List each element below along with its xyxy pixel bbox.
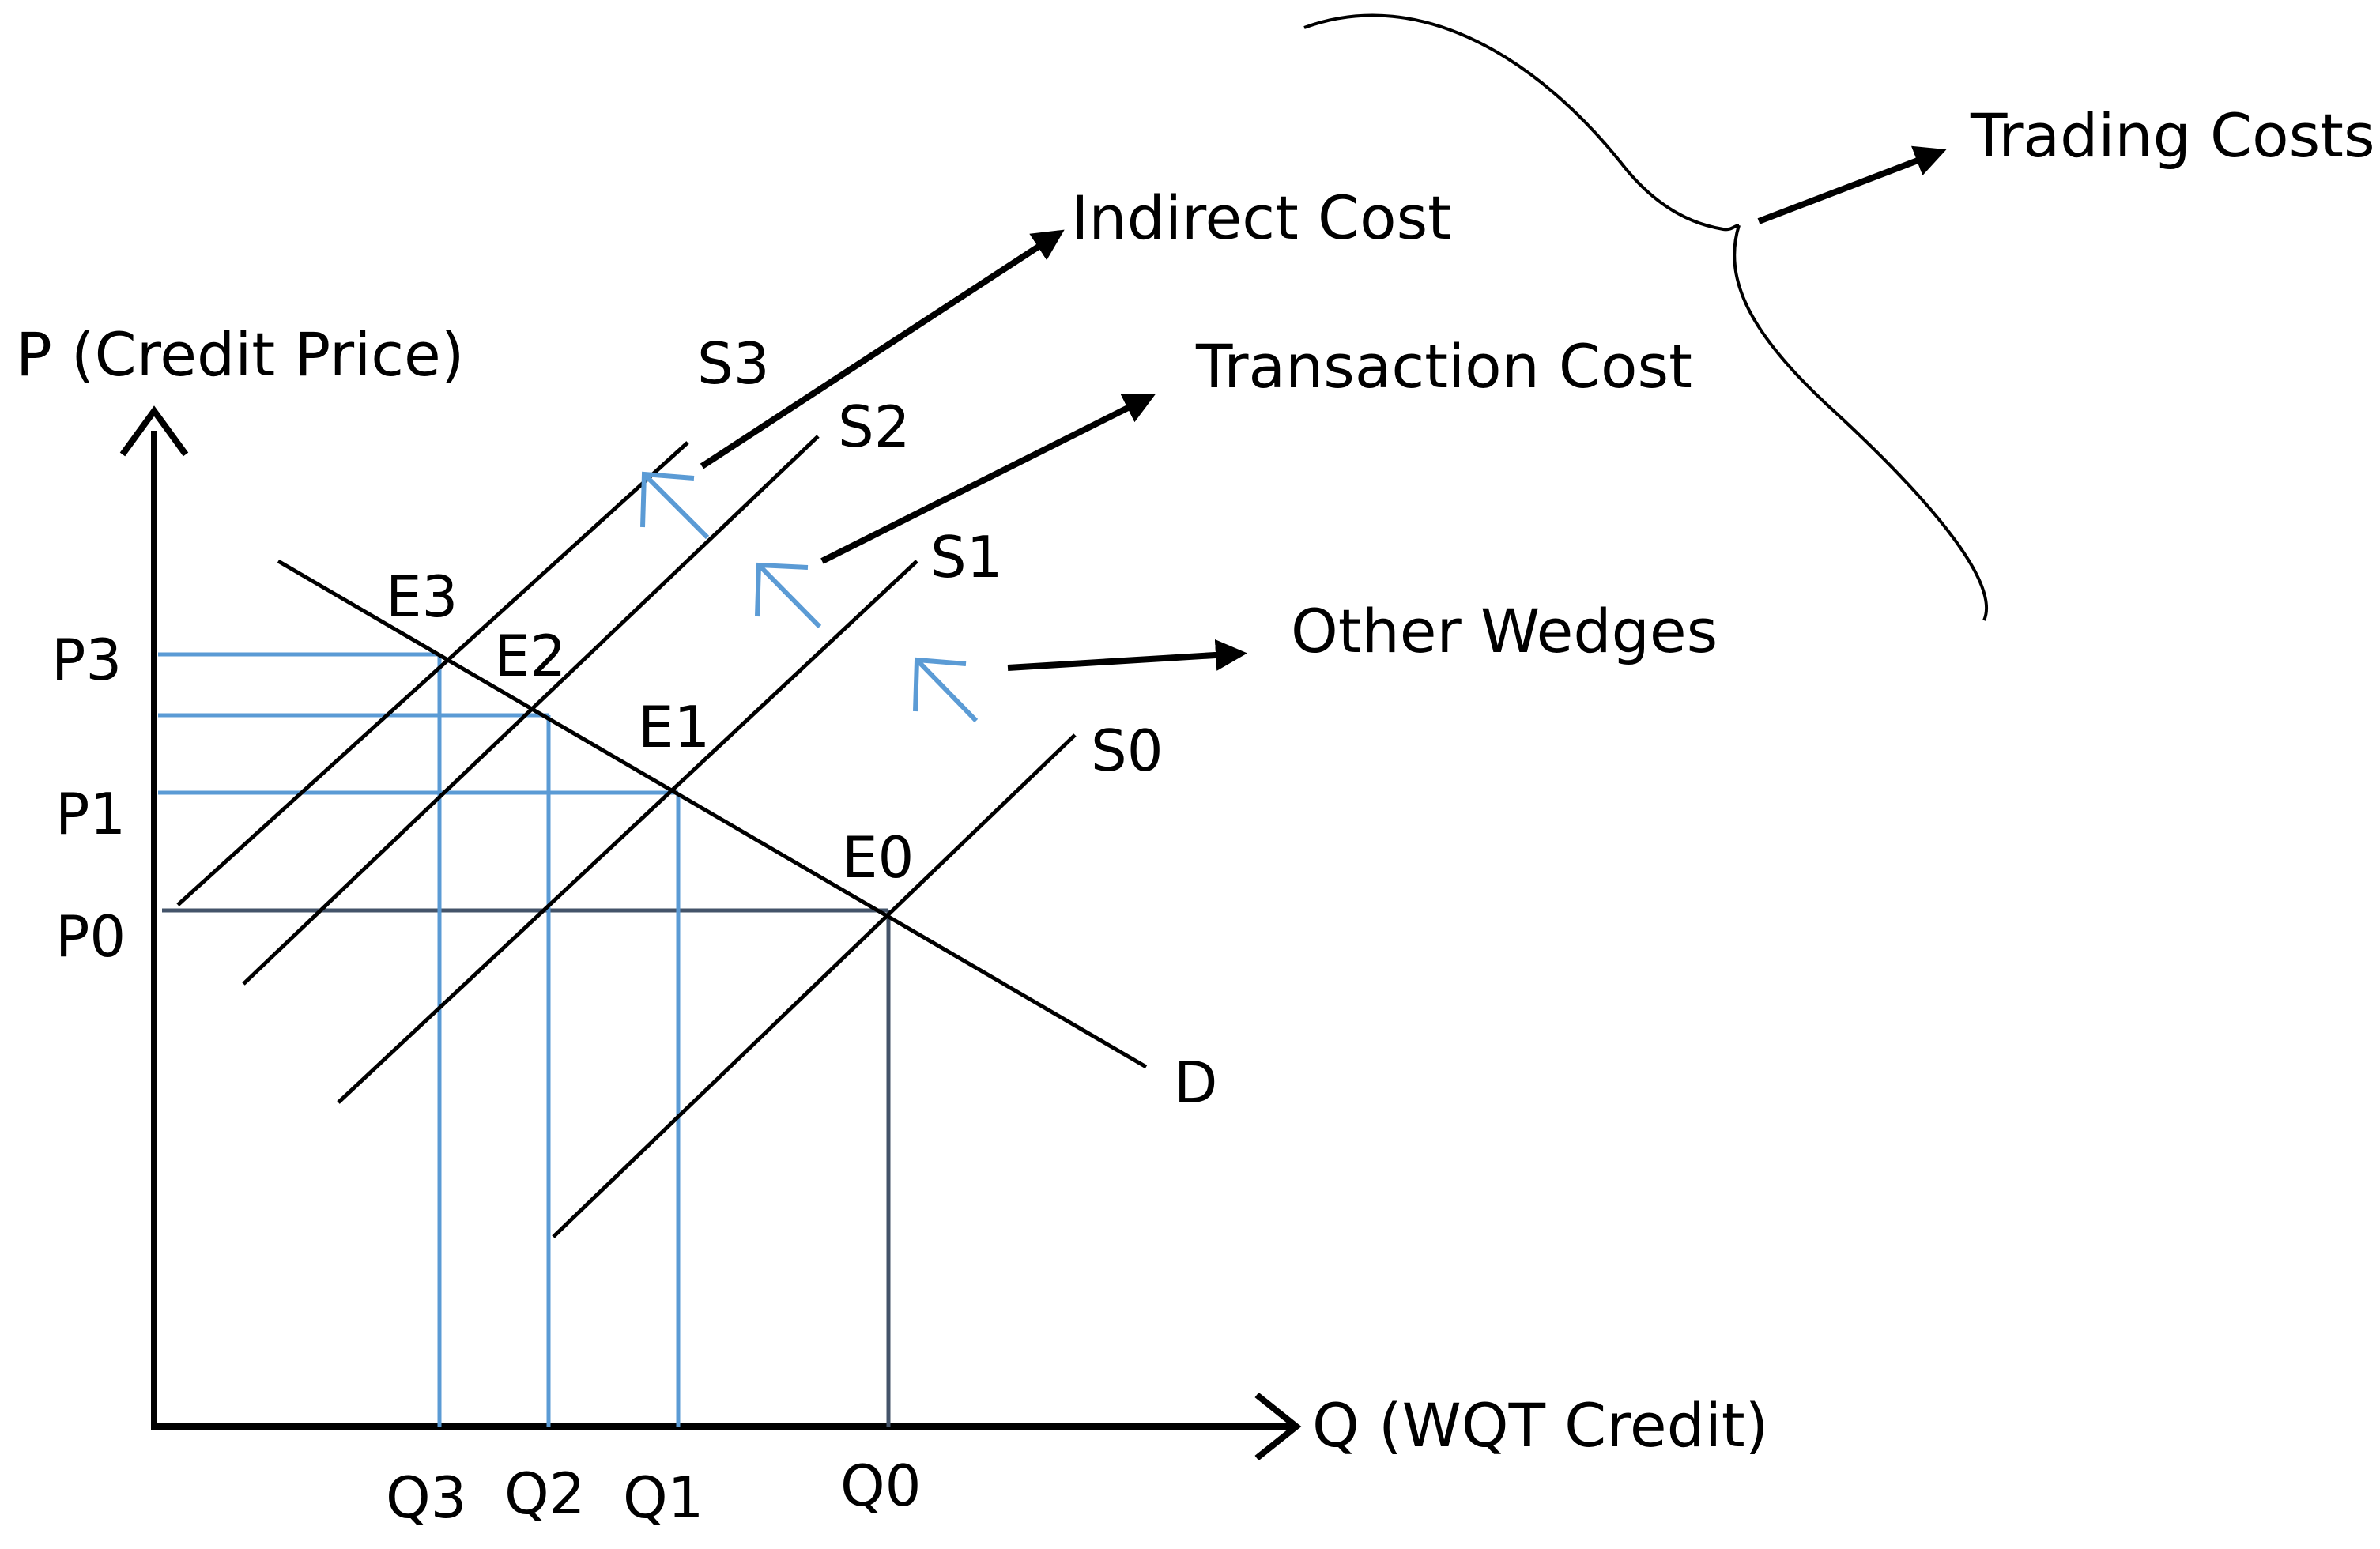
arrow-other-wedges bbox=[1007, 639, 1247, 671]
supply-curve-s2 bbox=[242, 435, 820, 986]
label-trading-costs: Trading Costs bbox=[1970, 100, 2375, 171]
label-e0: E0 bbox=[842, 824, 914, 891]
axes: P (Credit Price) Q (WQT Credit) bbox=[16, 319, 1768, 1461]
supply-curve-s3 bbox=[176, 441, 689, 906]
price-quantity-guides bbox=[158, 652, 891, 1427]
label-e2: E2 bbox=[494, 623, 566, 689]
x-axis-arrowhead bbox=[1254, 1392, 1302, 1461]
annotation-labels: Other Wedges Transaction Cost Indirect C… bbox=[1071, 100, 2375, 666]
trading-costs-brace bbox=[1303, 13, 1989, 621]
tick-p3: P3 bbox=[51, 627, 122, 693]
shift-arrow-1 bbox=[913, 657, 979, 723]
tick-q3: Q3 bbox=[386, 1464, 466, 1531]
arrow-indirect-cost bbox=[700, 229, 1065, 469]
label-indirect-cost: Indirect Cost bbox=[1071, 183, 1451, 253]
quantity-tick-labels: Q3 Q2 Q1 Q0 bbox=[386, 1453, 921, 1531]
y-axis-arrowhead bbox=[119, 405, 189, 457]
annotation-arrows bbox=[700, 145, 1947, 671]
label-s3: S3 bbox=[697, 330, 770, 397]
tick-p1: P1 bbox=[55, 781, 126, 847]
label-other-wedges: Other Wedges bbox=[1291, 596, 1718, 666]
tick-q0: Q0 bbox=[840, 1453, 921, 1519]
shift-arrow-3 bbox=[640, 471, 710, 540]
demand-curve bbox=[277, 559, 1148, 1069]
arrow-trading-costs bbox=[1757, 145, 1947, 224]
tick-q2: Q2 bbox=[504, 1460, 585, 1527]
arrow-transaction-cost bbox=[820, 394, 1156, 564]
supply-curve-s1 bbox=[337, 560, 918, 1104]
tick-p0: P0 bbox=[55, 903, 126, 970]
curves bbox=[176, 435, 1148, 1238]
tick-q1: Q1 bbox=[623, 1464, 703, 1531]
label-s2: S2 bbox=[838, 394, 911, 460]
label-e1: E1 bbox=[638, 694, 710, 760]
label-s1: S1 bbox=[930, 524, 1003, 590]
label-s0: S0 bbox=[1091, 718, 1164, 784]
shift-arrow-2 bbox=[755, 562, 822, 629]
label-transaction-cost: Transaction Cost bbox=[1195, 331, 1692, 401]
label-demand: D bbox=[1174, 1050, 1217, 1116]
price-tick-labels: P3 P1 P0 bbox=[51, 627, 126, 970]
label-e3: E3 bbox=[386, 563, 458, 630]
curve-labels: D S0 S1 S2 S3 bbox=[697, 330, 1217, 1116]
supply-curve-s0 bbox=[552, 733, 1077, 1238]
supply-shift-arrows bbox=[640, 471, 979, 723]
x-axis-label: Q (WQT Credit) bbox=[1312, 1390, 1768, 1460]
equilibrium-labels: E0 E1 E2 E3 bbox=[386, 563, 914, 891]
y-axis-label: P (Credit Price) bbox=[16, 319, 464, 390]
